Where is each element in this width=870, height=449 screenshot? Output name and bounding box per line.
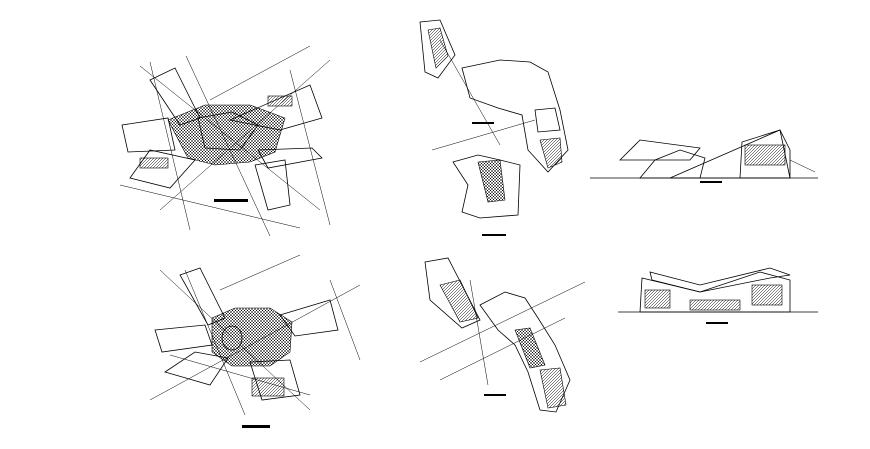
- scale-bar: [214, 199, 248, 202]
- stair-block: [139, 157, 169, 169]
- roof-edge: [789, 159, 816, 173]
- window-grid: [751, 284, 783, 306]
- upper-floor-plan-linear: [419, 19, 569, 236]
- wing-bottom: [452, 154, 521, 219]
- stair-hall: [514, 327, 546, 369]
- central-hall: [211, 307, 293, 367]
- wing-east-lower: [257, 147, 323, 169]
- wing-west: [121, 117, 176, 153]
- stair-block: [267, 95, 293, 107]
- seating-area: [439, 279, 479, 323]
- seating-area: [539, 367, 567, 409]
- wing-south: [254, 159, 291, 211]
- front-elevation: [590, 129, 818, 183]
- window-grid: [644, 289, 671, 309]
- upper-floor-plan-radial: [119, 45, 331, 237]
- grid-line: [439, 39, 501, 146]
- right-volume: [739, 129, 791, 179]
- scale-bar: [706, 322, 728, 324]
- ground-floor-plan-linear: [419, 257, 586, 413]
- window-grid: [744, 144, 786, 166]
- wing-top: [419, 19, 456, 79]
- atrium: [197, 111, 259, 151]
- seating-area: [427, 27, 449, 69]
- ground-floor-plan-radial: [149, 254, 361, 428]
- scale-bar: [242, 425, 270, 428]
- circular-room: [221, 325, 243, 351]
- scale-bar: [700, 181, 722, 183]
- cantilever-roof: [619, 139, 701, 161]
- stair-hall: [477, 159, 506, 203]
- building-outline: [639, 271, 791, 313]
- room: [534, 107, 561, 133]
- grid-line: [169, 354, 311, 396]
- scale-bar: [484, 394, 506, 396]
- roof-profile: [649, 267, 791, 293]
- grid-line: [439, 317, 566, 381]
- grid-line: [469, 279, 489, 386]
- stair-block: [251, 377, 285, 397]
- window-grid: [689, 299, 741, 311]
- wing-southwest: [129, 149, 196, 189]
- grid-line: [289, 69, 331, 226]
- grid-line: [209, 45, 311, 101]
- seating-area: [539, 137, 563, 169]
- wing-top: [424, 257, 481, 329]
- central-hall: [167, 104, 286, 166]
- grid-line: [329, 279, 361, 361]
- side-elevation: [618, 267, 818, 324]
- scale-bar: [482, 234, 506, 236]
- grid-line: [219, 254, 301, 291]
- grid-line: [431, 119, 536, 151]
- grid-line: [419, 281, 586, 363]
- scale-bar: [472, 122, 494, 124]
- grid-line: [119, 184, 301, 229]
- wing-west: [154, 324, 213, 353]
